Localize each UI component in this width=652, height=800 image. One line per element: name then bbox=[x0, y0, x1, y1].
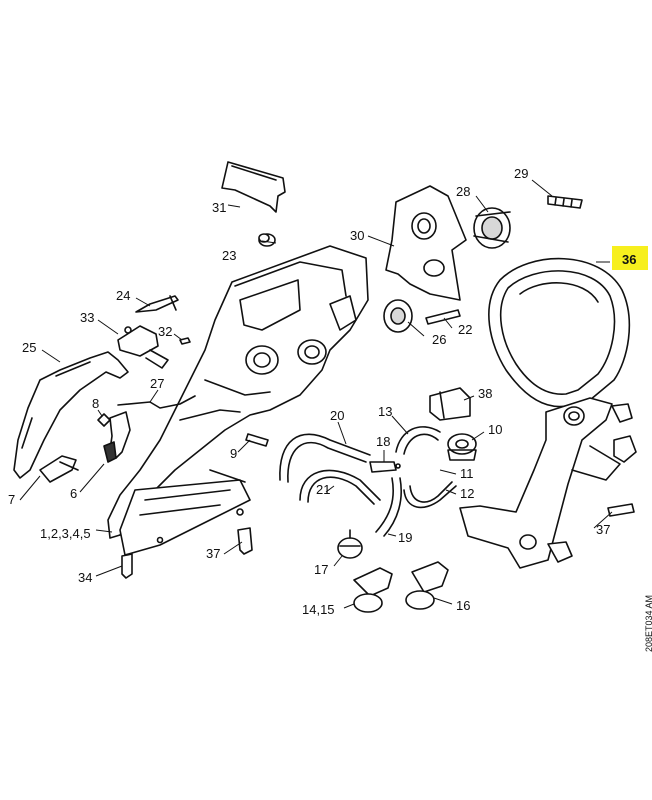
label-13: 13 bbox=[378, 404, 392, 419]
handle-base[interactable] bbox=[459, 397, 637, 569]
label-14-15: 14,15 bbox=[302, 602, 335, 617]
part-9-pin[interactable] bbox=[245, 433, 269, 447]
part-23-grommet[interactable] bbox=[258, 233, 276, 247]
part-8-spring[interactable] bbox=[97, 413, 111, 427]
part-33-lever[interactable] bbox=[117, 325, 169, 369]
part-30-bracket[interactable] bbox=[385, 185, 467, 301]
part-25-hand-guard[interactable] bbox=[13, 351, 129, 479]
part-32-pin[interactable] bbox=[179, 337, 191, 345]
part-13-hose[interactable] bbox=[395, 426, 441, 455]
part-18-pickup[interactable] bbox=[369, 461, 401, 473]
label-18: 18 bbox=[376, 434, 390, 449]
part-20-hose[interactable] bbox=[279, 433, 371, 483]
part-17-filter[interactable] bbox=[337, 529, 363, 559]
part-37-screw-right[interactable] bbox=[607, 503, 635, 517]
label-31: 31 bbox=[212, 200, 226, 215]
label-1-5: 1,2,3,4,5 bbox=[40, 526, 91, 541]
part-16-clamp[interactable] bbox=[405, 561, 449, 610]
label-11: 11 bbox=[460, 466, 474, 481]
label-38: 38 bbox=[478, 386, 492, 401]
part-28-boot[interactable] bbox=[473, 207, 511, 249]
part-37-screw-left[interactable] bbox=[237, 527, 253, 555]
part-31-cover[interactable] bbox=[221, 161, 286, 213]
label-28: 28 bbox=[456, 184, 470, 199]
label-27: 27 bbox=[150, 376, 164, 391]
part-7-interlock[interactable] bbox=[39, 455, 79, 483]
label-26: 26 bbox=[432, 332, 446, 347]
label-23: 23 bbox=[222, 248, 236, 263]
label-37-right: 37 bbox=[596, 522, 610, 537]
label-33: 33 bbox=[80, 310, 94, 325]
label-24: 24 bbox=[116, 288, 130, 303]
label-10: 10 bbox=[488, 422, 502, 437]
label-16: 16 bbox=[456, 598, 470, 613]
label-8: 8 bbox=[92, 396, 99, 411]
part-labels: 31 23 24 33 32 25 27 8 7 6 1,2,3,4,5 34 … bbox=[8, 166, 636, 617]
label-32: 32 bbox=[158, 324, 172, 339]
part-29-screw[interactable] bbox=[547, 195, 583, 209]
label-7: 7 bbox=[8, 492, 15, 507]
label-17: 17 bbox=[314, 562, 328, 577]
part-14-15-clamp[interactable] bbox=[353, 567, 393, 613]
part-26-buffer[interactable] bbox=[383, 299, 413, 333]
label-36: 36 bbox=[622, 252, 636, 267]
part-1-5-handle-housing[interactable] bbox=[107, 245, 369, 556]
highlight-box bbox=[612, 246, 648, 270]
drawing-code: 208ET034 AM bbox=[644, 595, 652, 652]
part-6-trigger[interactable] bbox=[103, 411, 131, 463]
label-22: 22 bbox=[458, 322, 472, 337]
part-19-hose[interactable] bbox=[375, 477, 403, 537]
label-37-left: 37 bbox=[206, 546, 220, 561]
label-34: 34 bbox=[78, 570, 92, 585]
part-21-hose[interactable] bbox=[299, 469, 381, 505]
part-24-clip[interactable] bbox=[135, 295, 179, 313]
label-25: 25 bbox=[22, 340, 36, 355]
part-22-screw[interactable] bbox=[425, 309, 461, 325]
label-12: 12 bbox=[460, 486, 474, 501]
label-9: 9 bbox=[230, 446, 237, 461]
part-34-screw[interactable] bbox=[121, 553, 133, 579]
leader-lines bbox=[19, 179, 613, 609]
label-20: 20 bbox=[330, 408, 344, 423]
label-21: 21 bbox=[316, 482, 330, 497]
part-12-hose[interactable] bbox=[403, 481, 457, 509]
label-29: 29 bbox=[514, 166, 528, 181]
part-10-valve[interactable] bbox=[447, 433, 477, 461]
part-27-rod[interactable] bbox=[117, 395, 196, 409]
label-6: 6 bbox=[70, 486, 77, 501]
label-19: 19 bbox=[398, 530, 412, 545]
part-38-cap[interactable] bbox=[429, 387, 471, 421]
part-36-handlebar[interactable] bbox=[488, 257, 631, 408]
label-30: 30 bbox=[350, 228, 364, 243]
